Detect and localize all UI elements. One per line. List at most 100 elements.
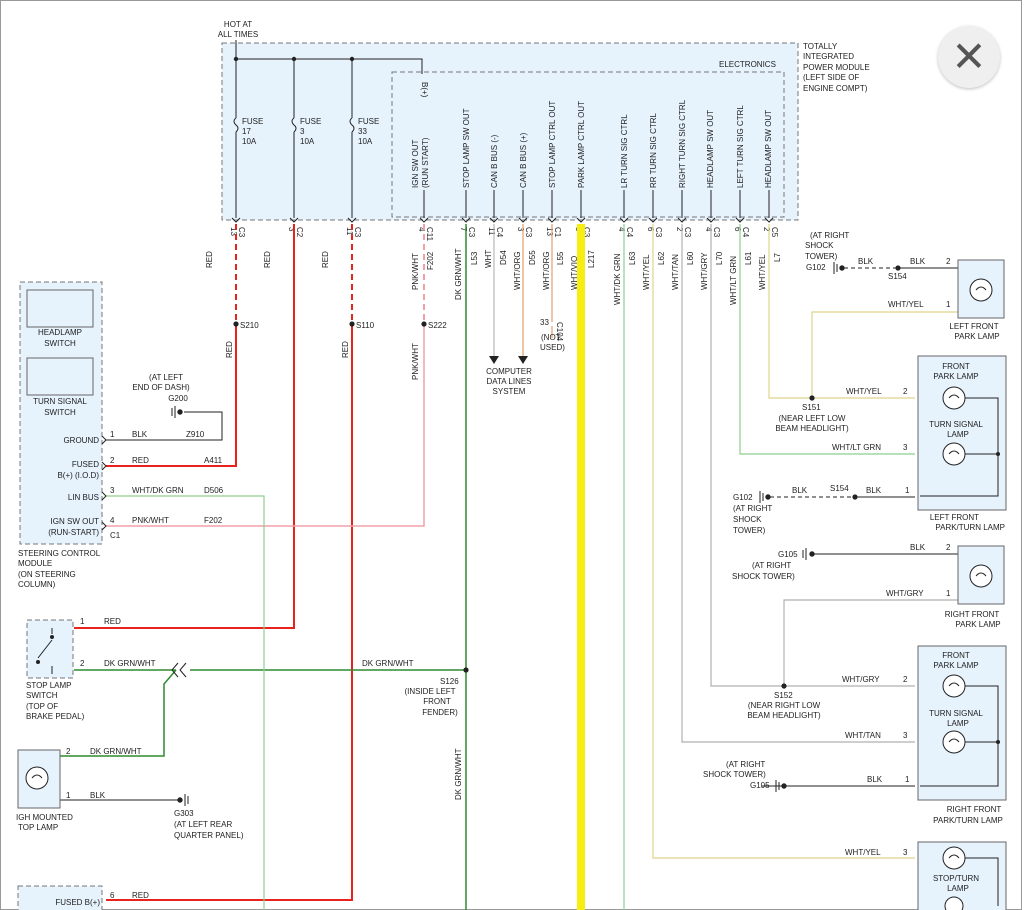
svg-text:D54: D54 — [499, 250, 508, 265]
svg-text:C11: C11 — [425, 227, 434, 242]
stop-lamp-switch: STOP LAMP SWITCH (TOP OF BRAKE PEDAL) — [26, 619, 85, 721]
splice-dots — [233, 265, 901, 689]
svg-text:RR TURN SIG CTRL: RR TURN SIG CTRL — [649, 112, 658, 188]
svg-text:1: 1 — [66, 791, 71, 800]
svg-text:WHT/DK GRN: WHT/DK GRN — [613, 253, 622, 305]
svg-text:PARK LAMP: PARK LAMP — [933, 661, 978, 670]
pin-fused-2: B(+) (I.O.D) — [57, 471, 99, 480]
tipm-label-1: TOTALLY — [803, 42, 838, 51]
svg-text:LR TURN SIG CTRL: LR TURN SIG CTRL — [620, 114, 629, 188]
s126-loc-1: (INSIDE LEFT — [404, 687, 455, 696]
g200-ground-icon — [171, 406, 183, 418]
scm-pin-marks — [101, 435, 107, 531]
svg-text:11: 11 — [345, 227, 354, 236]
tipm-connector-labels: C3 C2 C3 C11 C3 C4 C3 C1 C3 C4 C3 C3 C3 … — [237, 227, 779, 242]
svg-text:SWITCH: SWITCH — [26, 691, 58, 700]
svg-text:7: 7 — [459, 227, 468, 232]
hot-bus — [235, 40, 423, 218]
svg-text:RIGHT FRONT: RIGHT FRONT — [947, 805, 1002, 814]
svg-text:6: 6 — [733, 227, 742, 232]
headlamp-switch-1: HEADLAMP — [38, 328, 82, 337]
g102-top-1: (AT RIGHT — [810, 231, 849, 240]
svg-text:3: 3 — [516, 227, 525, 232]
svg-text:L7: L7 — [773, 253, 782, 262]
vertical-wire-labels: RED RED RED PNK/WHT F202 DK GRN/WHT L53 … — [205, 248, 782, 800]
svg-text:C3: C3 — [237, 227, 246, 238]
svg-text:C3: C3 — [683, 227, 692, 238]
s152-loc-1: (NEAR RIGHT LOW — [748, 701, 821, 710]
pin-ground: GROUND — [63, 436, 99, 445]
used-label: USED) — [540, 343, 565, 352]
scm-connector: C1 — [110, 531, 121, 540]
svg-text:3: 3 — [110, 486, 115, 495]
splice-s154-top: S154 — [888, 272, 907, 281]
splice-s152: S152 — [774, 691, 793, 700]
svg-text:C3: C3 — [712, 227, 721, 238]
svg-text:C4: C4 — [741, 227, 750, 238]
fuse3-2: 3 — [300, 127, 305, 136]
s151-loc-1: (NEAR LEFT LOW — [779, 414, 846, 423]
svg-text:C3: C3 — [353, 227, 362, 238]
scm-name-3: (ON STEERING — [18, 570, 76, 579]
svg-text:2: 2 — [762, 227, 771, 232]
svg-text:1: 1 — [905, 486, 910, 495]
svg-text:2: 2 — [80, 659, 85, 668]
svg-text:C5: C5 — [770, 227, 779, 238]
svg-text:FRONT: FRONT — [942, 362, 970, 371]
svg-text:4: 4 — [417, 227, 426, 232]
svg-text:4: 4 — [704, 227, 713, 232]
g200-3: G200 — [168, 394, 188, 403]
s126-loc-3: FENDER) — [422, 708, 458, 717]
svg-text:1: 1 — [946, 300, 951, 309]
svg-text:WHT/YEL: WHT/YEL — [846, 387, 882, 396]
svg-text:C2: C2 — [295, 227, 304, 238]
headlamp-switch-2: SWITCH — [44, 339, 76, 348]
computer-label-1: COMPUTER — [486, 367, 532, 376]
svg-text:PARK/TURN LAMP: PARK/TURN LAMP — [933, 816, 1003, 825]
stop-turn-wire: WHT/YEL — [845, 848, 881, 857]
g303-2: (AT LEFT REAR — [174, 820, 232, 829]
svg-text:PARK/TURN LAMP: PARK/TURN LAMP — [935, 523, 1005, 532]
svg-text:4: 4 — [110, 516, 115, 525]
tipm-label-5: ENGINE COMPT) — [803, 84, 868, 93]
svg-text:3: 3 — [903, 443, 908, 452]
svg-text:2: 2 — [946, 543, 951, 552]
svg-text:CAN B BUS (-): CAN B BUS (-) — [490, 134, 499, 188]
c104-label: C104 — [555, 322, 564, 342]
left-front-park-turn-lamp: FRONT PARK LAMP TURN SIGNAL LAMP LEFT FR… — [917, 355, 1007, 532]
g102-top-4: G102 — [806, 263, 826, 272]
chmsl-lamp: IGH MOUNTED TOP LAMP — [16, 749, 73, 832]
not-label: (NOT — [541, 333, 561, 342]
tipm-output-labels: IGN SW OUT (RUN START) STOP LAMP SW OUT … — [411, 99, 773, 188]
svg-text:L53: L53 — [470, 251, 479, 265]
fuse17-2: 17 — [242, 127, 251, 136]
splice-s110: S110 — [356, 321, 375, 330]
svg-text:WHT/LT GRN: WHT/LT GRN — [729, 256, 738, 305]
svg-text:CAN B BUS (+): CAN B BUS (+) — [519, 132, 528, 188]
svg-text:PNK/WHT: PNK/WHT — [132, 516, 169, 525]
svg-text:WHT/GRY: WHT/GRY — [842, 675, 880, 684]
s151-loc-2: BEAM HEADLIGHT) — [775, 424, 849, 433]
svg-text:RED: RED — [205, 251, 214, 268]
turn-switch-2: SWITCH — [44, 408, 76, 417]
splice-s126: S126 — [440, 677, 459, 686]
svg-text:2: 2 — [946, 257, 951, 266]
data-line-arrows — [489, 356, 528, 364]
splice-s154-mid: S154 — [830, 484, 849, 493]
g105-a-1: G105 — [778, 550, 798, 559]
svg-text:BRAKE PEDAL): BRAKE PEDAL) — [26, 712, 85, 721]
scm-name-2: MODULE — [18, 559, 52, 568]
splice-s210: S210 — [240, 321, 259, 330]
close-button[interactable]: ✕ — [938, 26, 1000, 88]
fuse3-3: 10A — [300, 137, 315, 146]
svg-text:PARK LAMP: PARK LAMP — [954, 332, 999, 341]
svg-text:LAMP: LAMP — [947, 719, 969, 728]
svg-text:HEADLAMP SW OUT: HEADLAMP SW OUT — [706, 110, 715, 188]
lfpt-wire-labels: WHT/YEL 2 WHT/LT GRN 3 BLK BLK 1 — [792, 387, 910, 495]
svg-text:TURN SIGNAL: TURN SIGNAL — [929, 709, 983, 718]
rfp-wire-labels: BLK 2 WHT/GRY 1 — [886, 543, 951, 598]
tipm-output-stubs — [423, 190, 770, 218]
svg-text:STOP/TURN: STOP/TURN — [933, 874, 979, 883]
svg-text:C1: C1 — [553, 227, 562, 238]
